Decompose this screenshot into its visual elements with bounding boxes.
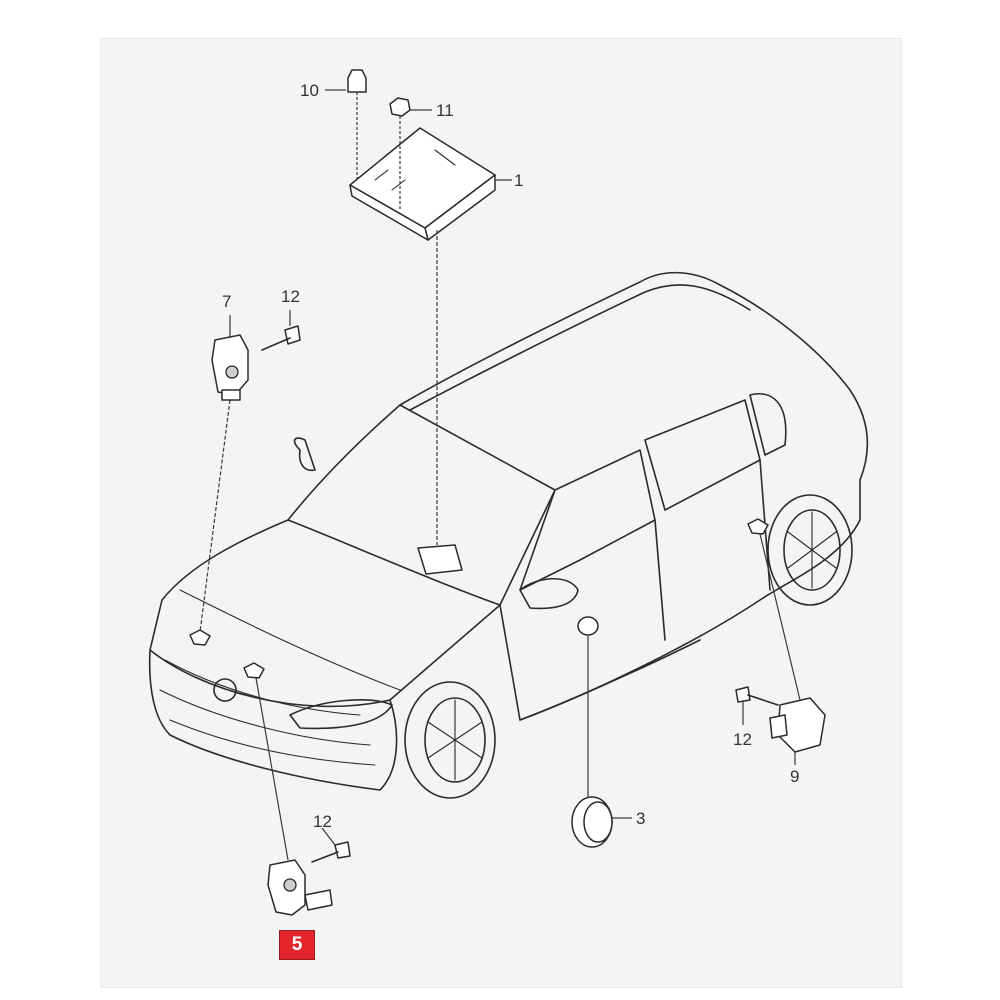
callout-label-5: 5 [291,934,303,955]
callout-label-12-right: 12 [733,730,752,749]
car-headlight [289,699,393,730]
callout-label-12-upper: 12 [281,287,300,306]
car-hood [149,519,501,708]
part-12-bolt-right [735,686,779,706]
car-roof [399,271,869,481]
callout-label-1: 1 [514,171,523,190]
part-10-bolt [347,69,367,180]
mount-mark-5 [243,662,265,679]
callout-label-12-lower: 12 [313,812,332,831]
car-badge [213,678,237,702]
mount-mark-control-unit [417,544,463,575]
part-9-sensor [769,697,826,753]
diagram-background [100,38,902,988]
callout-label-9: 9 [790,767,799,786]
car-front-bumper [148,649,398,791]
callout-label-10: 10 [300,81,319,100]
part-12-bolt-lower [311,841,351,863]
car-mirror-left [293,437,316,472]
car-door-line [654,459,771,641]
part-12-bolt-upper [261,325,301,351]
car-grille [159,659,376,766]
car-rear-wheel [767,494,853,606]
part-7-sensor [211,334,249,401]
car-roof-inner [409,284,751,411]
mount-mark-7 [189,629,211,646]
car-rocker [519,639,701,721]
callout-label-11: 11 [436,101,454,120]
part-1-control-unit [349,127,496,241]
mount-mark-9 [747,518,769,535]
part-5-sensor [267,859,333,916]
highlighted-callout-5: 5 [279,930,315,960]
leader-lines [199,89,801,861]
car-quarter-window [749,393,787,456]
car-mirror-right [519,578,579,610]
car-rear-side-window [644,399,761,511]
callout-label-7: 7 [222,292,231,311]
car-front-wheel [404,681,496,799]
mount-mark-3 [577,616,599,636]
car-windshield [287,404,556,606]
car-illustration [148,271,869,799]
car-front-side-window [519,449,656,591]
car-side-body [499,479,861,721]
part-3-sensor [571,796,613,848]
car-hood-crease [179,589,401,691]
callout-label-3: 3 [636,809,645,828]
